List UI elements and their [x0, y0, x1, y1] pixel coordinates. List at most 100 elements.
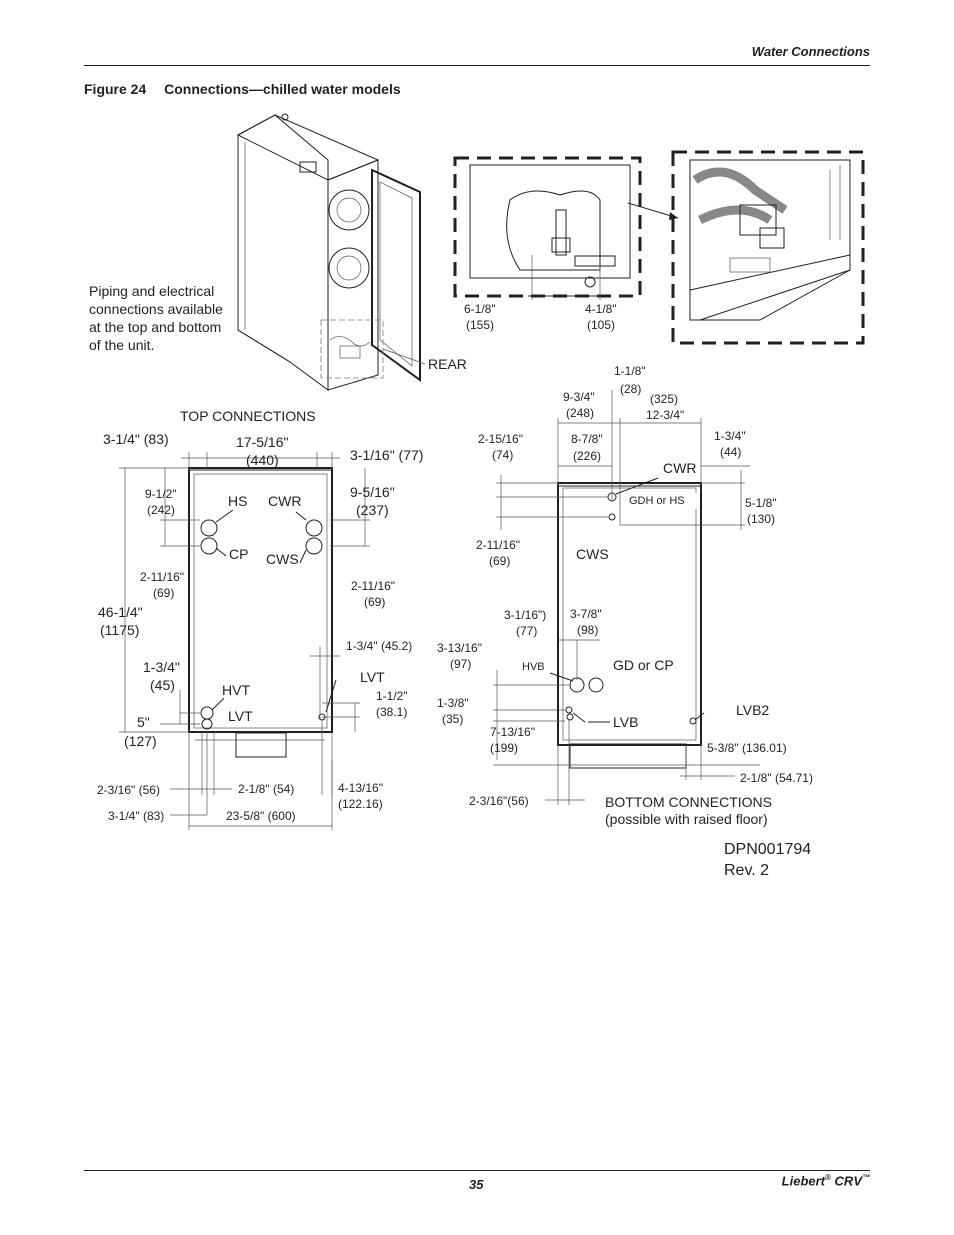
dim-label: 3-1/4" (83) [108, 809, 164, 823]
dim-label: 2-1/8" (54.71) [740, 771, 813, 785]
dim-label: 4-13/16" [338, 781, 383, 795]
dim-label: (44) [720, 445, 741, 459]
dim-label: (199) [490, 741, 518, 755]
label-gd-cp: GD or CP [613, 657, 674, 673]
label-lvt-right: LVT [360, 669, 385, 685]
note-line-1: Piping and electrical [89, 283, 214, 299]
dim-label: 2-11/16" [351, 579, 395, 593]
bottom-pipe-circles [549, 477, 705, 725]
dim-label: 1-3/8" [437, 696, 469, 710]
dim-label: 46-1/4" [98, 604, 143, 620]
label-cws-bottom: CWS [576, 546, 609, 562]
dim-label: (226) [573, 449, 601, 463]
label-cws: CWS [266, 551, 299, 567]
dim-label: (1175) [100, 622, 139, 638]
dim-label: 3-1/16") [504, 608, 546, 622]
dim-label: (242) [147, 503, 175, 517]
dim-label: (45) [150, 677, 175, 693]
dim-label: 2-15/16" [478, 432, 523, 446]
dim-label: (130) [747, 512, 775, 526]
dim-label: (38.1) [376, 705, 407, 719]
note-line-4: of the unit. [89, 337, 154, 353]
detail-view-1 [453, 156, 642, 300]
dim-label: (105) [587, 318, 615, 332]
top-plan-outline [188, 467, 333, 758]
dim-label: 2-1/8" (54) [238, 782, 294, 796]
dim-label: (98) [577, 623, 598, 637]
rear-label: REAR [428, 356, 467, 372]
dim-label: (325) [650, 392, 678, 406]
label-hs: HS [228, 493, 247, 509]
dim-label: 9-5/16" [350, 484, 395, 500]
brand-name: Liebert [781, 1173, 826, 1189]
dim-label: 1-3/4" [714, 429, 746, 443]
top-dimension-lines [119, 452, 370, 830]
label-cwr: CWR [268, 493, 301, 509]
dim-label: 17-5/16" [236, 434, 288, 450]
figure-number: Figure 24 [84, 81, 147, 97]
doc-number: DPN001794 [724, 841, 811, 858]
dim-label: 1-3/4" [143, 659, 180, 675]
dim-label: 7-13/16" [490, 725, 535, 739]
unit-illustration [236, 113, 421, 391]
dim-label: 12-3/4" [646, 408, 684, 422]
dim-label: 5-1/8" [745, 496, 777, 510]
dim-label: 9-1/2" [145, 487, 177, 501]
doc-revision: Rev. 2 [724, 862, 769, 879]
model-name: CRV [834, 1173, 862, 1189]
label-cp: CP [229, 546, 248, 562]
footer-brand: Liebert® CRV™ [781, 1173, 870, 1189]
top-connections-title: TOP CONNECTIONS [180, 408, 316, 424]
label-cwr-bottom: CWR [663, 460, 696, 476]
dim-label: (248) [566, 406, 594, 420]
label-hvb: HVB [522, 661, 545, 673]
bottom-dimension-lines [493, 390, 760, 805]
dim-label: 2-3/16" (56) [97, 783, 160, 797]
dim-label: 4-1/8" [585, 302, 617, 316]
note-line-2: connections available [89, 301, 223, 317]
dim-label: (122.16) [338, 797, 383, 811]
dim-label: (440) [246, 452, 279, 468]
figure-title: Figure 24 Connections—chilled water mode… [84, 81, 401, 97]
dim-label: (35) [442, 712, 463, 726]
dim-label: (69) [364, 595, 385, 609]
dim-label: (69) [489, 554, 510, 568]
dim-label: 1-1/2" [376, 689, 408, 703]
label-lvb2: LVB2 [736, 702, 769, 718]
label-lvb: LVB [613, 714, 638, 730]
dim-label: (127) [124, 733, 157, 749]
dim-label: (28) [620, 382, 641, 396]
page-number: 35 [469, 1177, 484, 1192]
dim-label: 5-3/8" (136.01) [707, 741, 787, 755]
top-pipe-circles [200, 509, 326, 730]
dim-label: 9-3/4" [563, 390, 595, 404]
dim-label: (69) [153, 586, 174, 600]
dim-label: (74) [492, 448, 513, 462]
dim-label: 3-13/16" [437, 641, 482, 655]
dim-label: 2-3/16"(56) [469, 794, 529, 808]
dim-label: 6-1/8" [464, 302, 496, 316]
dim-label: 3-1/16" (77) [350, 447, 423, 463]
dim-label: 2-11/16" [140, 570, 184, 584]
dim-label: 3-7/8" [570, 607, 602, 621]
dim-label: (237) [356, 502, 389, 518]
label-lvt-left: LVT [228, 708, 253, 724]
bottom-connections-title: BOTTOM CONNECTIONS [605, 794, 772, 810]
dim-label: (97) [450, 657, 471, 671]
footer-rule [84, 1170, 870, 1171]
dim-label: 3-1/4" (83) [103, 431, 169, 447]
note-line-3: at the top and bottom [89, 319, 221, 335]
section-header: Water Connections [751, 44, 870, 59]
dim-label: 8-7/8" [571, 432, 603, 446]
dim-label: 1-1/8" [614, 364, 646, 378]
dim-label: 2-11/16" [476, 538, 520, 552]
bottom-connections-subtitle: (possible with raised floor) [605, 811, 768, 827]
label-hvt: HVT [222, 682, 250, 698]
header-rule [84, 65, 870, 66]
detail-view-2 [671, 150, 865, 345]
dim-label: 5" [137, 714, 150, 730]
dim-label: (77) [516, 624, 537, 638]
dim-label: (155) [466, 318, 494, 332]
figure-caption: Connections—chilled water models [164, 81, 401, 97]
